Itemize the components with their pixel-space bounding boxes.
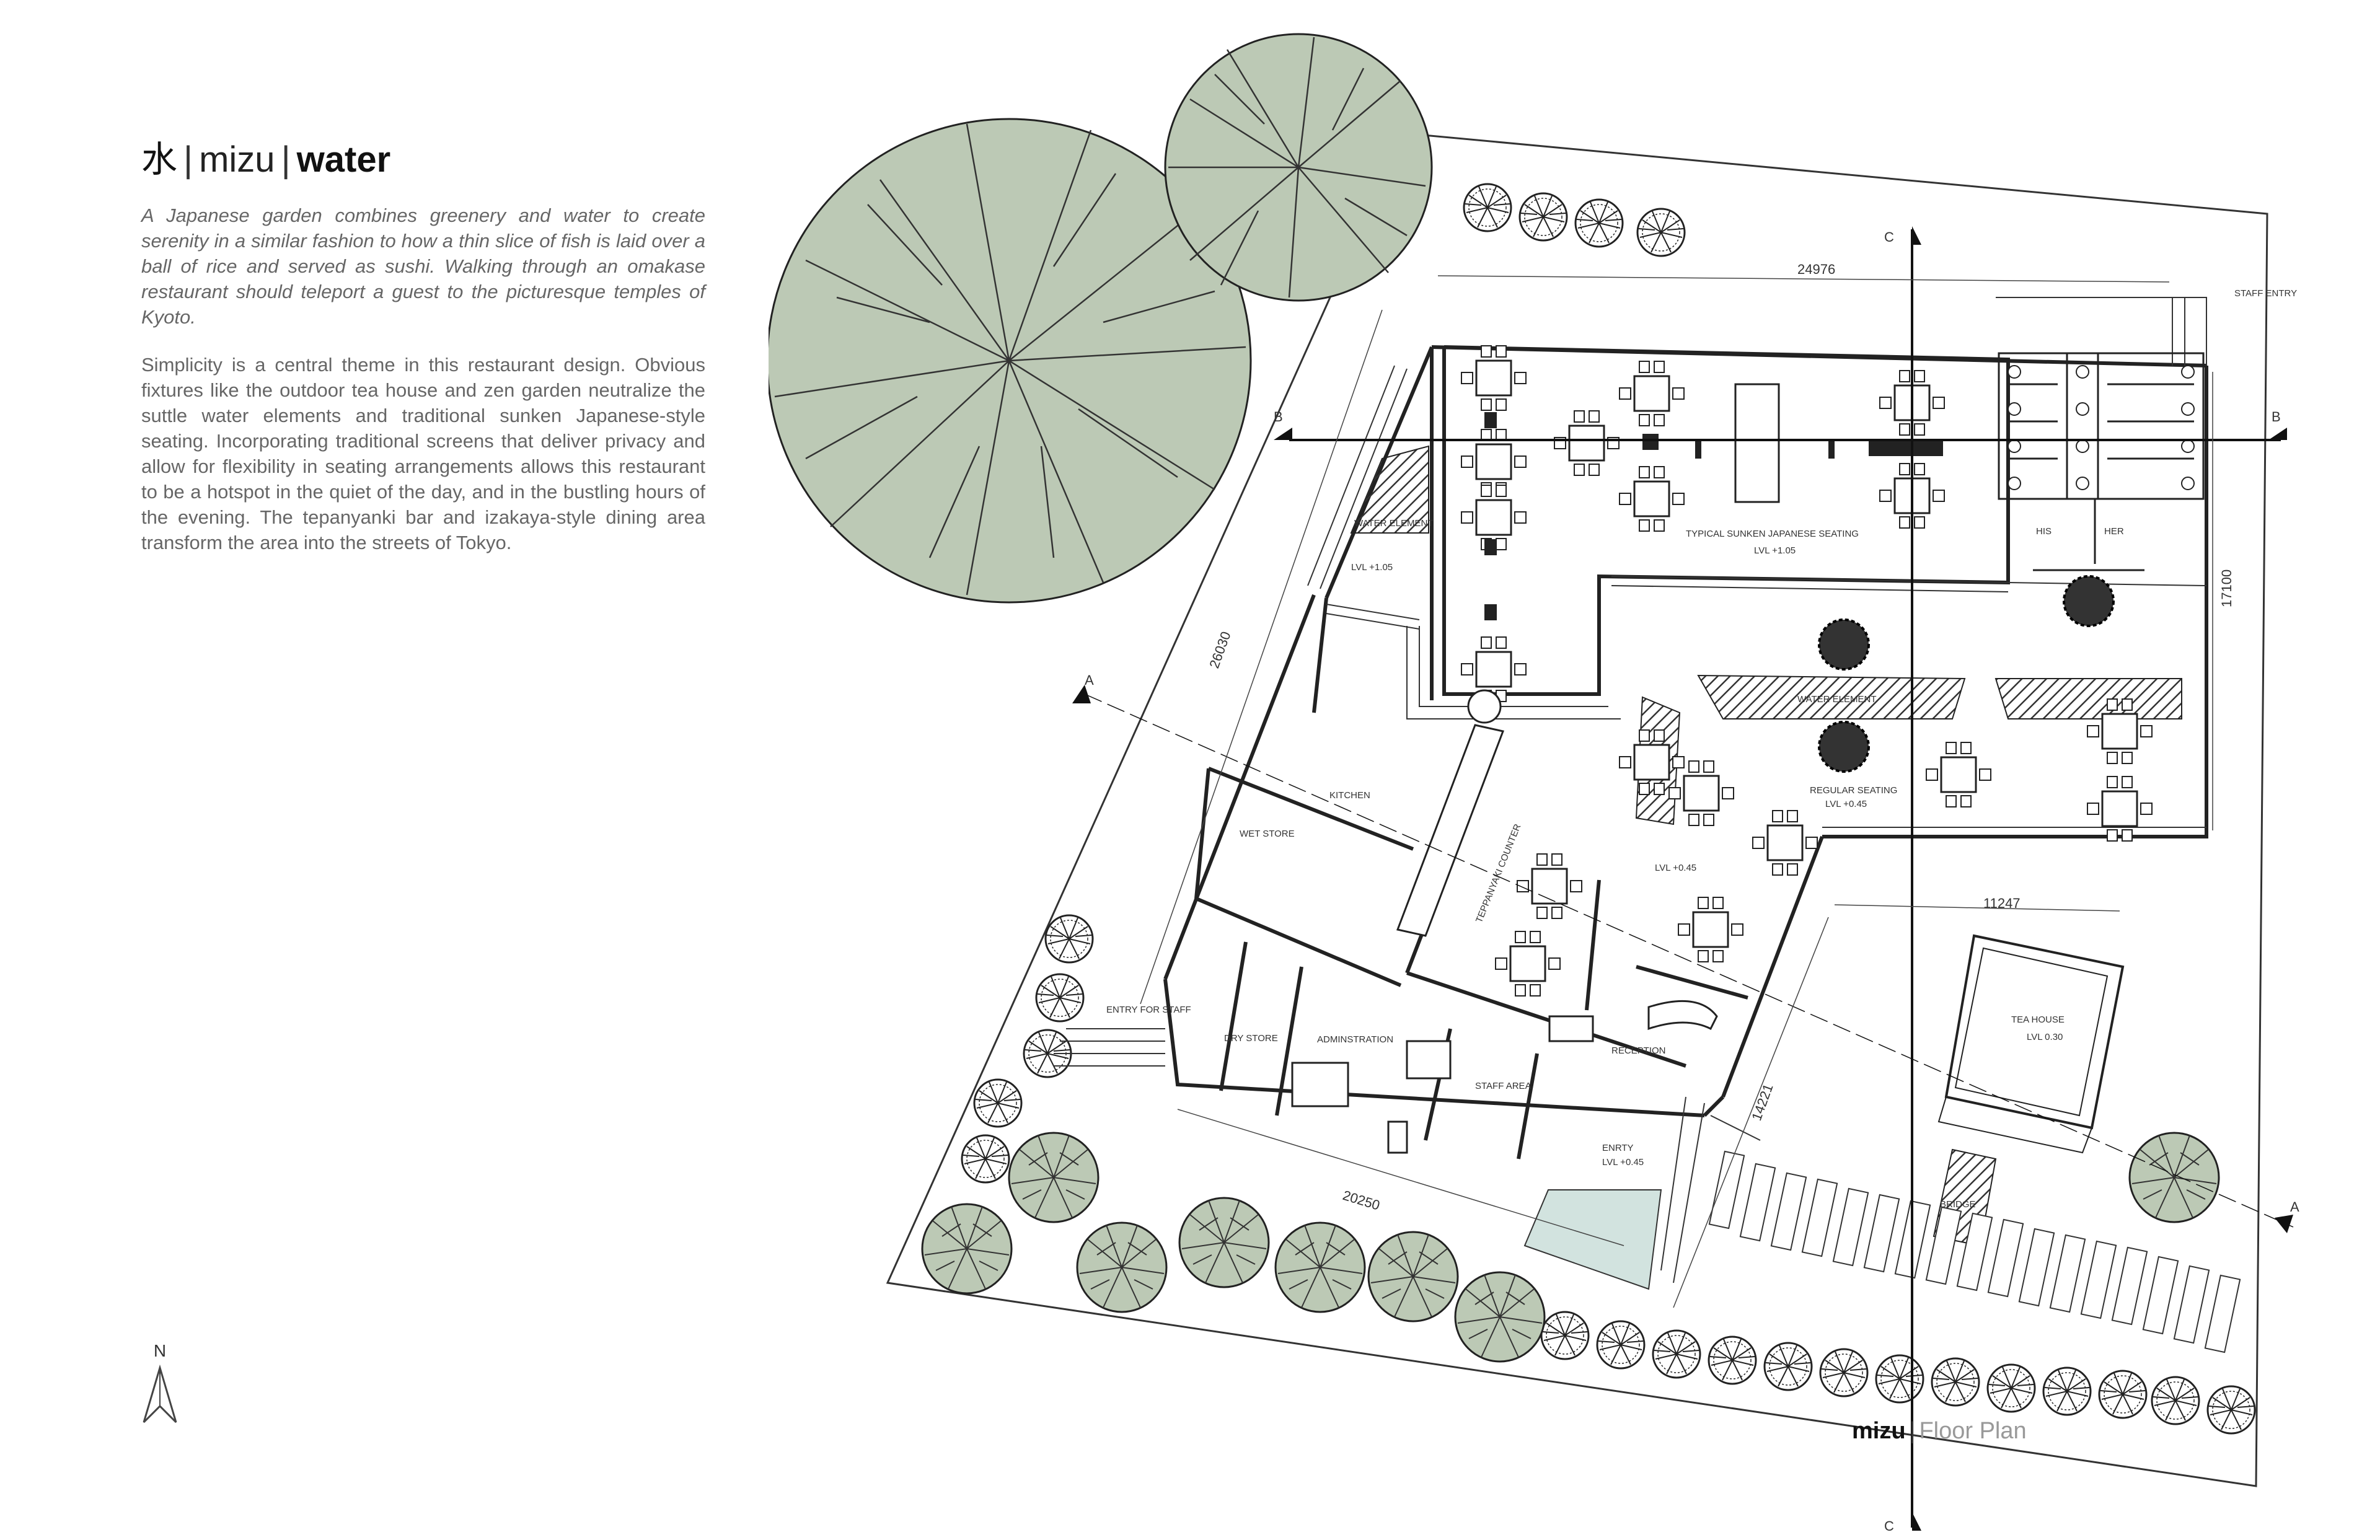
label-entry: ENRTY bbox=[1602, 1143, 1634, 1153]
label-entry-for-staff: ENTRY FOR STAFF bbox=[1106, 1005, 1191, 1015]
label-administration: ADMINSTRATION bbox=[1317, 1034, 1393, 1045]
section-mark-c-bottom: C bbox=[1884, 1518, 1894, 1534]
label-dry-store: DRY STORE bbox=[1224, 1033, 1278, 1044]
site-boundary bbox=[886, 132, 2268, 1487]
dim-bottom: 20250 bbox=[1341, 1187, 1382, 1213]
water-element-right bbox=[1994, 678, 2182, 719]
section-mark-a-right: A bbox=[2290, 1199, 2299, 1215]
water-element-left bbox=[1350, 445, 1429, 534]
section-lines bbox=[1084, 229, 2294, 1528]
dim-right: 17100 bbox=[2219, 570, 2234, 607]
label-wet-store: WET STORE bbox=[1240, 829, 1295, 839]
label-water-left: WATER ELEMENT bbox=[1354, 518, 1434, 529]
north-label: N bbox=[154, 1341, 166, 1360]
section-mark-b-right: B bbox=[2272, 409, 2281, 425]
section-mark-b-left: B bbox=[1274, 409, 1283, 425]
page-title: 水|mizu|water bbox=[141, 138, 705, 182]
caption-bold: mizu bbox=[1852, 1418, 1906, 1444]
label-dining-level: LVL +0.45 bbox=[1655, 863, 1696, 873]
title-separator: | bbox=[183, 139, 193, 180]
intro-paragraph-2: Simplicity is a central theme in this re… bbox=[141, 354, 705, 553]
plan-caption: mizu|Floor Plan bbox=[1852, 1418, 2027, 1445]
label-entry-level: LVL +0.45 bbox=[1602, 1157, 1644, 1168]
label-kitchen: KITCHEN bbox=[1329, 790, 1370, 801]
tea-house bbox=[1937, 934, 2125, 1154]
floor-plan: B B C C A A 24976 17100 26030 20250 1124… bbox=[769, 33, 2299, 1534]
label-staff-area: STAFF AREA bbox=[1475, 1081, 1532, 1091]
section-mark-c-top: C bbox=[1884, 229, 1894, 245]
label-regular-level: LVL +0.45 bbox=[1825, 799, 1867, 809]
label-left-level: LVL +1.05 bbox=[1351, 562, 1393, 573]
dim-tea-depth: 14221 bbox=[1748, 1082, 1776, 1123]
title-block: 水|mizu|water A Japanese garden combines … bbox=[141, 138, 705, 555]
label-teppanyaki: TEPPANYAKI COUNTER bbox=[1474, 822, 1523, 924]
large-tree-1 bbox=[769, 118, 1252, 604]
label-reception: RECEPTION bbox=[1611, 1045, 1666, 1056]
dim-top: 24976 bbox=[1797, 262, 1835, 277]
entry-pool bbox=[1523, 1189, 1662, 1290]
caption-light: Floor Plan bbox=[1919, 1418, 2027, 1444]
label-water-mid: WATER ELEMENT bbox=[1797, 694, 1877, 705]
restrooms bbox=[1998, 352, 2205, 571]
label-bridge: BRIDGE bbox=[1940, 1199, 1976, 1210]
stepping-stones bbox=[1708, 1150, 2241, 1353]
label-his: HIS bbox=[2036, 526, 2052, 537]
title-separator-2: | bbox=[281, 139, 291, 180]
north-arrow-icon: N bbox=[143, 1341, 177, 1423]
teppanyaki-counter bbox=[1396, 724, 1505, 937]
room-labels: TYPICAL SUNKEN JAPANESE SEATING LVL +1.0… bbox=[1106, 288, 2297, 1210]
water-element-mid bbox=[1697, 674, 1966, 719]
large-tree-2 bbox=[1164, 33, 1433, 302]
title-english: water bbox=[296, 139, 391, 180]
caption-separator: | bbox=[1909, 1418, 1916, 1444]
title-kanji: 水 bbox=[141, 138, 178, 180]
label-tea-house: TEA HOUSE bbox=[2011, 1014, 2065, 1025]
title-romaji: mizu bbox=[199, 139, 275, 180]
label-tea-house-level: LVL 0.30 bbox=[2027, 1032, 2063, 1042]
reception-desk bbox=[1647, 1000, 1718, 1031]
label-sunken-seating: TYPICAL SUNKEN JAPANESE SEATING bbox=[1686, 529, 1859, 539]
dim-left: 26030 bbox=[1206, 630, 1233, 671]
dim-tea-width: 11247 bbox=[1983, 895, 2021, 911]
label-regular-seating: REGULAR SEATING bbox=[1810, 785, 1897, 796]
label-staff-entry: STAFF ENTRY bbox=[2234, 288, 2297, 299]
intro-paragraph-1: A Japanese garden combines greenery and … bbox=[141, 205, 705, 328]
section-mark-a-left: A bbox=[1085, 672, 1094, 688]
label-sunken-level: LVL +1.05 bbox=[1754, 545, 1796, 556]
label-her: HER bbox=[2104, 526, 2124, 537]
